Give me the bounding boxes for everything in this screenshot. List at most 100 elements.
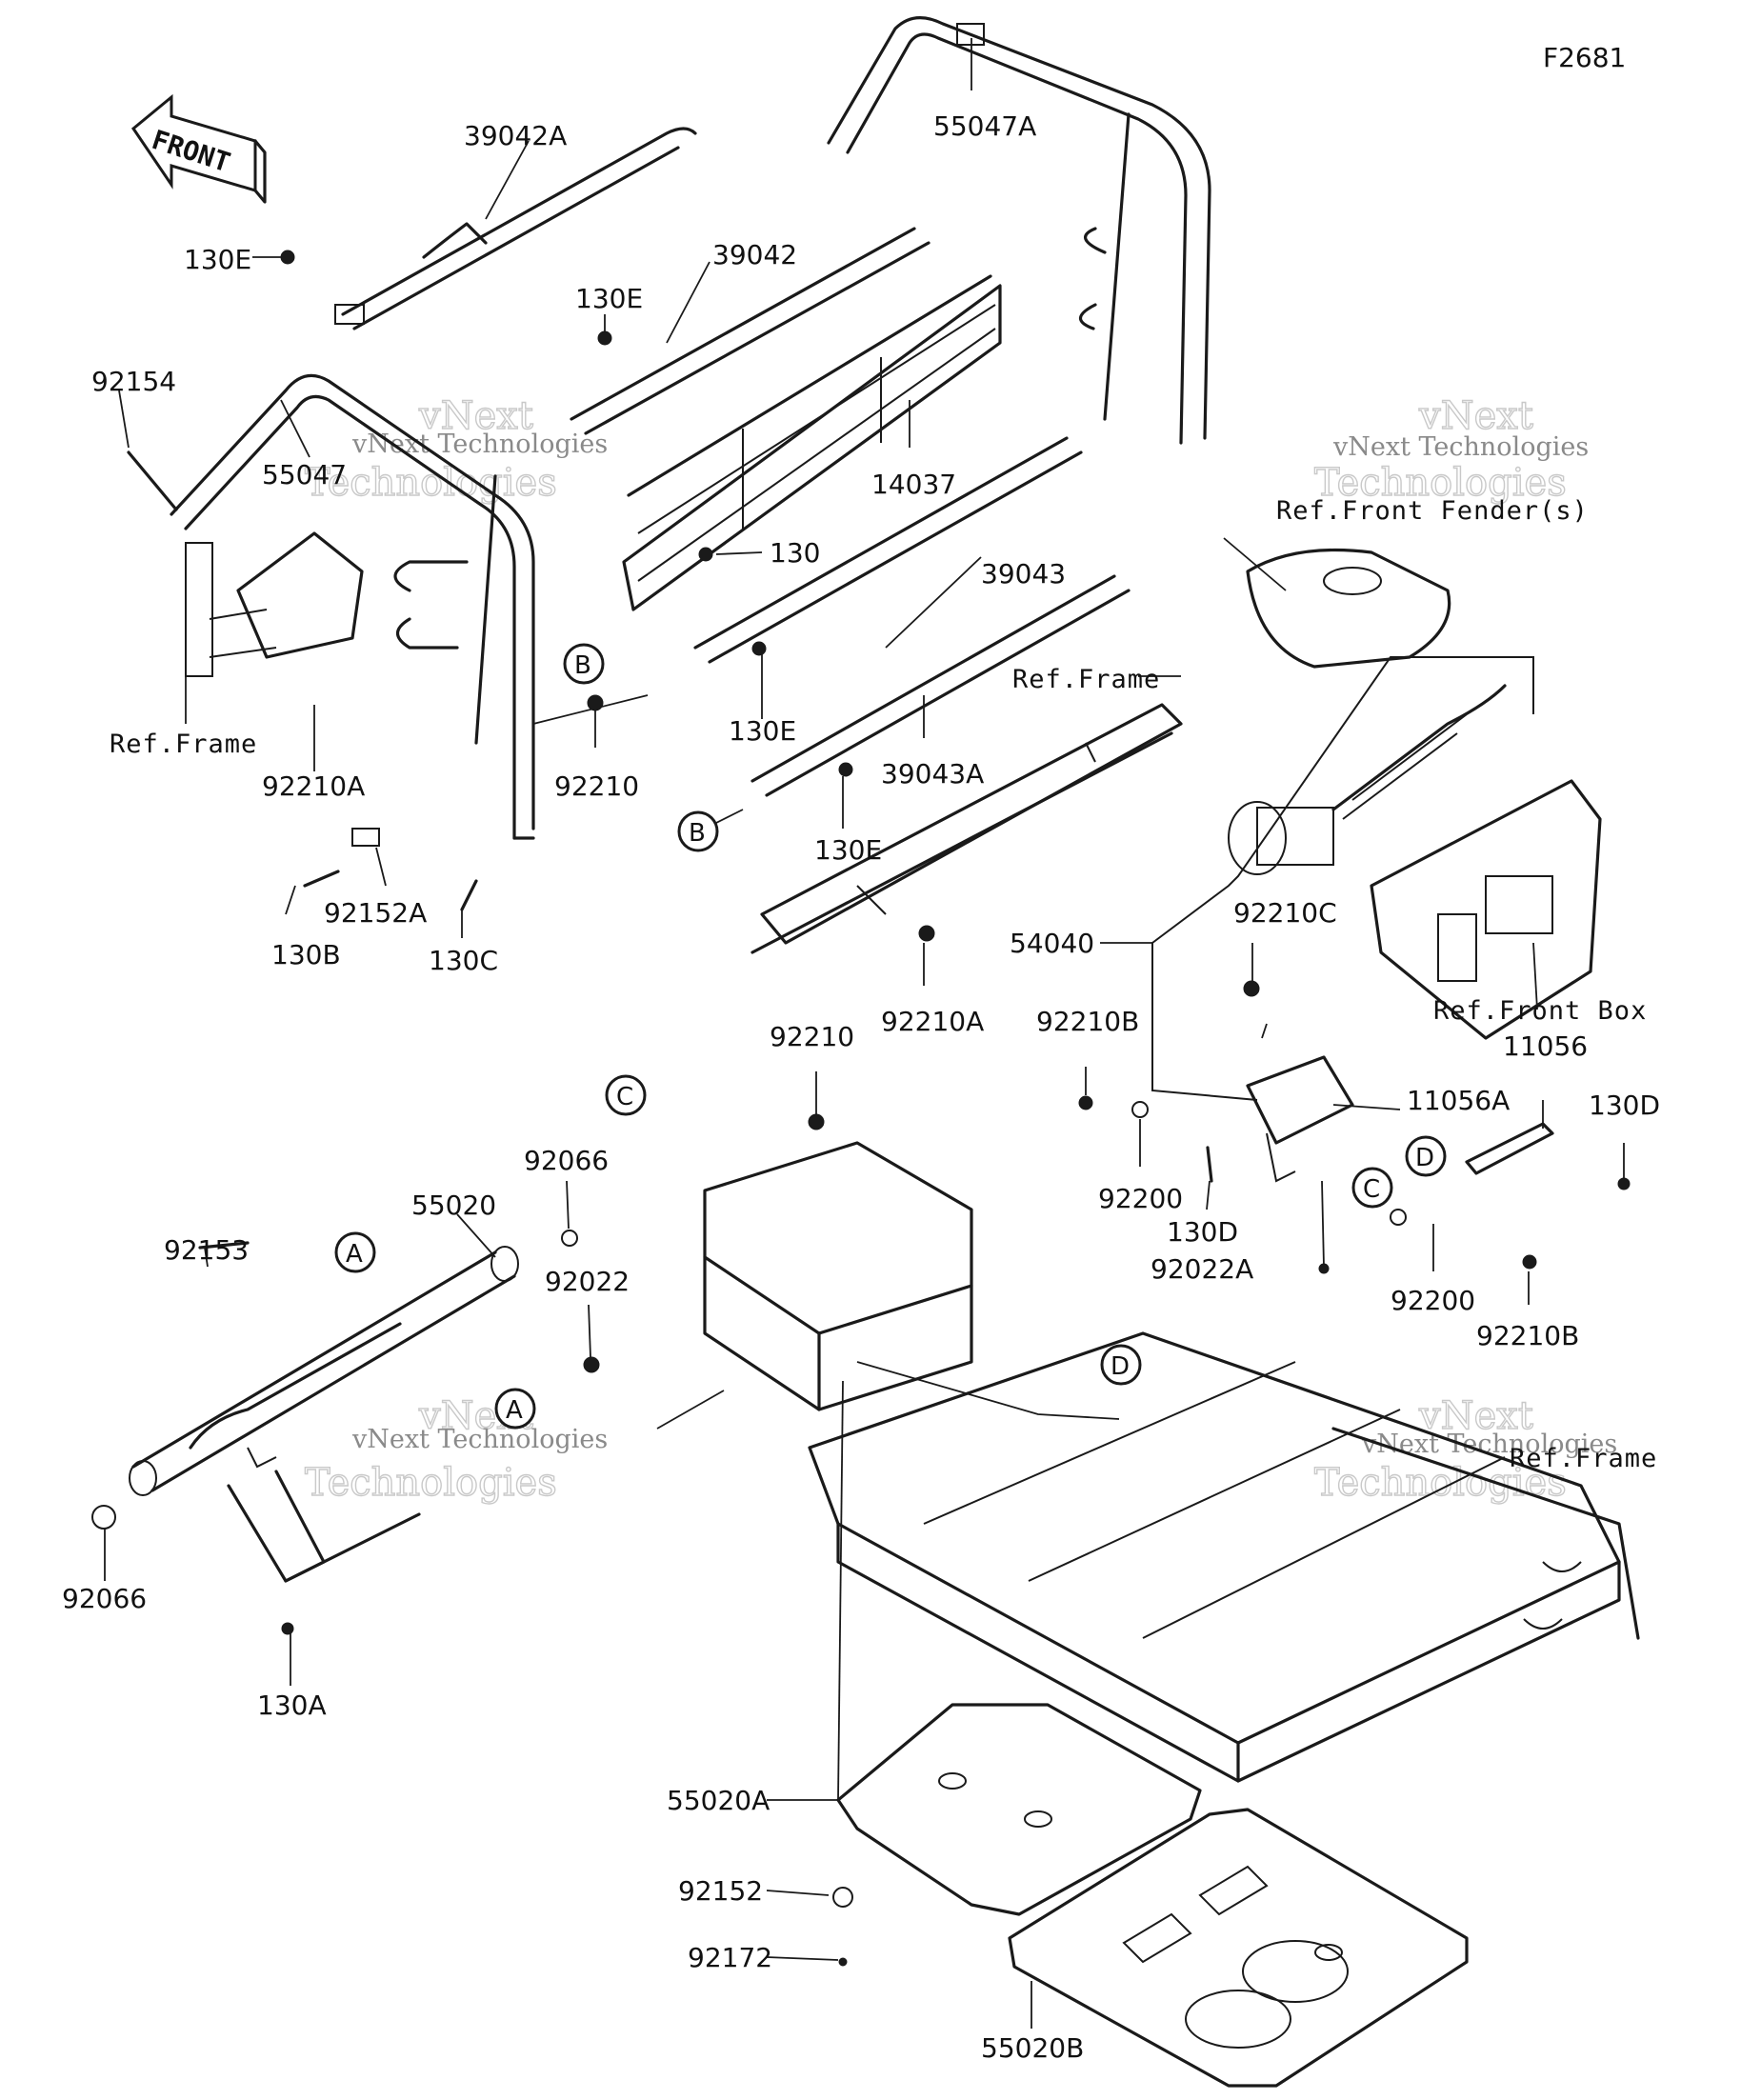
watermark-line: vNext Technologies (351, 1425, 608, 1454)
ref-label-front-box: Ref.Front Box (1433, 996, 1647, 1026)
nut-icon (751, 641, 767, 656)
nut-icon (1078, 1095, 1093, 1110)
part-label-92210: 92210 (770, 1021, 854, 1052)
part-label-130: 130 (770, 537, 820, 569)
mount-plate-11056a (1246, 1055, 1354, 1183)
part-label-55020b: 55020B (981, 2032, 1084, 2064)
box-54040-outline (1151, 656, 1534, 1101)
part-label-92210b: 92210B (1476, 1320, 1579, 1351)
winch-assembly (1228, 684, 1507, 875)
part-label-14037: 14037 (871, 469, 956, 500)
watermark-group: vNext Technologies vNext Technologies vN… (304, 393, 1617, 1505)
part-label-130c: 130C (429, 945, 498, 976)
collar-icon (351, 828, 380, 847)
part-label-130a: 130A (257, 1690, 327, 1721)
main-frame (703, 1141, 1640, 1783)
bolt-icon (198, 1241, 250, 1250)
nut-icon (838, 762, 853, 777)
part-label-92066: 92066 (524, 1145, 609, 1176)
part-label-130e: 130E (729, 715, 796, 747)
front-bumper-55020 (129, 1246, 519, 1583)
part-label-92200: 92200 (1098, 1183, 1183, 1214)
reference-labels: Ref.Frame Ref.Frame Ref.Frame Ref.Front … (110, 496, 1656, 1473)
part-label-92210b: 92210B (1036, 1006, 1139, 1037)
skid-plate-55020a (836, 1703, 1202, 1916)
callout-label: A (346, 1240, 363, 1269)
figure-code: F2681 (1543, 42, 1626, 73)
callout-a-1: A (334, 1231, 376, 1273)
nut-icon (280, 250, 295, 265)
part-label-39043: 39043 (981, 558, 1066, 590)
callout-label: D (1415, 1144, 1434, 1172)
side-bar-39042 (570, 227, 931, 435)
part-label-39043a: 39043A (881, 758, 984, 790)
front-fender (1246, 548, 1451, 669)
bolt-icon (1206, 1146, 1213, 1183)
watermark-3: vNext Technologies vNext Technologies (304, 1393, 608, 1505)
left-mount-bracket (185, 531, 364, 677)
watermark-2: vNext Technologies vNext Technologies (1313, 393, 1589, 505)
part-label-39042a: 39042A (464, 120, 567, 151)
ref-label-front-fender: Ref.Front Fender(s) (1276, 496, 1589, 526)
cross-bar-39042a (334, 127, 697, 330)
strip-11056 (1465, 1122, 1554, 1175)
watermark-line: vNext Technologies (351, 430, 608, 459)
part-label-92210c: 92210C (1233, 897, 1337, 929)
part-label-54040: 54040 (1010, 928, 1094, 959)
part-label-55020a: 55020A (667, 1785, 770, 1816)
part-labels: 39042A 55047A 130E 39042 130E 92154 5504… (62, 110, 1660, 2064)
part-label-92210a: 92210A (262, 770, 365, 802)
nut-icon (1243, 980, 1260, 997)
part-label-92152: 92152 (678, 1875, 763, 1907)
callout-a-2: A (494, 1388, 536, 1430)
callout-d-2: D (1100, 1344, 1142, 1386)
fasteners (91, 250, 1631, 1967)
frame-rail-center (750, 703, 1183, 954)
cap-icon (91, 1505, 116, 1530)
watermark-line: vNext Technologies (1332, 432, 1589, 462)
callout-b-2: B (677, 810, 719, 852)
roll-bar-rear (827, 16, 1211, 445)
callout-label: B (689, 819, 706, 848)
washer-icon (1390, 1209, 1407, 1226)
watermark-word: Technologies (1314, 1461, 1567, 1505)
nut-icon (698, 547, 713, 562)
part-label-92066: 92066 (62, 1583, 147, 1614)
ref-label-frame: Ref.Frame (1012, 665, 1160, 694)
skid-plate-55020b (1008, 1808, 1469, 2088)
rivet-icon (838, 1957, 848, 1967)
part-label-92210: 92210 (554, 770, 639, 802)
callout-b-1: B (563, 643, 605, 685)
part-label-130e: 130E (814, 834, 882, 866)
leader-lines (104, 38, 1625, 2029)
watermark-word: Technologies (305, 461, 557, 505)
watermark-word: vNext (418, 394, 533, 438)
nut-icon (281, 1622, 294, 1635)
part-label-92152a: 92152A (324, 897, 427, 929)
part-label-92022: 92022 (545, 1266, 630, 1297)
part-label-39042: 39042 (712, 239, 797, 270)
front-box (1370, 779, 1602, 1040)
part-label-130e: 130E (184, 244, 251, 275)
callout-c-1: C (605, 1074, 647, 1116)
nut-icon (1522, 1254, 1537, 1270)
grommet-icon (832, 1887, 853, 1908)
callout-c-2: C (1351, 1167, 1393, 1209)
part-label-92200: 92200 (1391, 1285, 1475, 1316)
nut-icon (583, 1356, 600, 1373)
watermark-1: vNext Technologies vNext Technologies (304, 393, 608, 505)
watermark-word: Technologies (1314, 461, 1567, 505)
watermark-word: vNext (1418, 394, 1533, 438)
part-label-92022a: 92022A (1151, 1253, 1253, 1285)
part-label-130b: 130B (271, 939, 341, 970)
callout-label: A (506, 1396, 523, 1425)
watermark-word: vNext (1418, 1394, 1533, 1438)
part-label-130d: 130D (1589, 1090, 1660, 1121)
callout-label: B (574, 651, 591, 680)
part-label-11056a: 11056A (1407, 1085, 1510, 1116)
part-label-130d: 130D (1167, 1216, 1238, 1248)
washer-icon (1131, 1101, 1149, 1118)
callout-d-1: D (1405, 1135, 1447, 1177)
rear-screen-14037 (622, 274, 1002, 611)
